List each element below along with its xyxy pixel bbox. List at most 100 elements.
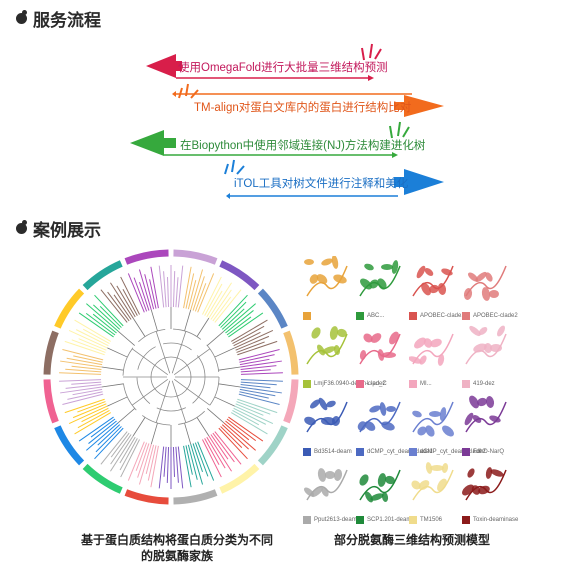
legend-swatch <box>462 516 470 524</box>
legend-swatch <box>356 448 364 456</box>
protein-structure-image <box>408 333 454 366</box>
phylogenetic-tree-figure <box>43 249 299 505</box>
left-caption-line-1: 基于蛋白质结构将蛋白质分类为不同 <box>80 533 273 547</box>
protein-structure-image <box>412 265 454 297</box>
right-caption: 部分脱氨酶三维结构预测模型 <box>333 533 490 547</box>
legend-swatch <box>409 380 417 388</box>
legend-swatch <box>409 516 417 524</box>
protein-structure-image <box>411 462 454 501</box>
structure-label: Pput2613-deam <box>314 517 357 523</box>
protein-structure-image <box>464 395 507 433</box>
structure-legend: Pput2613-deam <box>303 516 357 524</box>
legend-swatch <box>356 312 364 320</box>
structure-label: Toxin-deaminase <box>473 517 519 523</box>
workflow-step-2: TM-align对蛋白文库内的蛋白进行结构比对 <box>172 90 444 120</box>
workflow-step-3-label: 在Biopython中使用邻域连接(NJ)方法构建进化树 <box>180 140 426 152</box>
structure-legend: ABC... <box>356 312 404 320</box>
structure-legend: Bd3514-deam <box>303 448 352 456</box>
structure-model: SCP1.201-deam <box>356 460 411 524</box>
left-caption-line-2: 的脱氨酶家族 <box>140 549 213 563</box>
workflow-step-4-label: iTOL工具对树文件进行注释和美化 <box>234 178 409 190</box>
bullet-icon <box>16 220 27 234</box>
arrow-left-icon <box>146 54 374 81</box>
protein-structure-image <box>462 467 507 501</box>
structure-label: LmjF36.0940-deam-clade2 <box>314 381 386 387</box>
arrow-left-icon <box>130 130 398 158</box>
structure-model: Pput2613-deam <box>303 460 357 524</box>
section-title-process: 服务流程 <box>16 6 101 31</box>
protein-structure-image <box>463 265 507 301</box>
workflow-step-1: 使用OmegaFold进行大批量三维结构预测 <box>146 52 388 82</box>
structure-legend: APOBEC-clade1 <box>409 312 465 320</box>
structure-model: TM1506 <box>409 460 457 524</box>
legend-swatch <box>356 516 364 524</box>
legend-swatch <box>303 448 311 456</box>
burst-icon <box>178 83 199 99</box>
burst-icon <box>361 43 382 61</box>
structure-label: L-pd_C <box>367 381 387 387</box>
protein-structure-image <box>306 326 348 365</box>
structure-label: SCP1.201-deam <box>367 517 412 523</box>
structure-model: dCMP_cyt_deam-clade2 <box>409 392 486 456</box>
structure-label: Bd3514-deam <box>314 449 352 455</box>
arrow-right-icon <box>226 169 444 199</box>
burst-icon <box>224 159 245 175</box>
protein-structure-image <box>359 331 401 365</box>
legend-swatch <box>303 380 311 388</box>
arrow-right-icon <box>172 91 444 117</box>
structure-model: Toxin-deaminase <box>462 460 518 524</box>
legend-swatch <box>303 312 311 320</box>
structure-legend: APOBEC-clade2 <box>462 312 518 320</box>
structure-label: dCMP_cyt_deam-clade2 <box>420 449 486 455</box>
structure-legend: L-pd_C <box>356 380 404 388</box>
legend-swatch <box>462 312 470 320</box>
structure-model: Bd3514-deam <box>303 392 352 456</box>
structure-model: APOBEC-clade1 <box>409 256 465 320</box>
workflow-step-1-label: 使用OmegaFold进行大批量三维结构预测 <box>178 62 388 74</box>
protein-structure-image <box>359 469 401 503</box>
workflow-step-4: iTOL工具对树文件进行注释和美化 <box>226 166 444 200</box>
protein-structure-image <box>304 397 348 433</box>
workflow-step-2-label: TM-align对蛋白文库内的蛋白进行结构比对 <box>194 102 412 114</box>
legend-swatch <box>462 448 470 456</box>
structure-legend: dCMP_cyt_deam-clade2 <box>409 448 486 456</box>
structure-model: FdhD-NarQ <box>462 392 510 456</box>
burst-icon <box>389 121 410 139</box>
structure-model: MI... <box>408 324 457 388</box>
structure-label: FdhD-NarQ <box>473 449 505 455</box>
legend-swatch <box>409 312 417 320</box>
structure-legend: FdhD-NarQ <box>462 448 510 456</box>
structure-model: L-pd_C <box>356 324 404 388</box>
structure-legend: TM1506 <box>409 516 457 524</box>
structure-model: ABC... <box>356 256 404 320</box>
section-title-process-text: 服务流程 <box>33 11 101 31</box>
legend-swatch <box>462 380 470 388</box>
protein-structure-image <box>304 468 348 501</box>
structure-label: APOBEC-clade1 <box>420 313 465 319</box>
structure-label: APOBEC-clade2 <box>473 313 518 319</box>
structure-label: TM1506 <box>420 517 443 523</box>
structure-legend <box>303 312 351 320</box>
structure-label: 419-dez <box>473 381 495 387</box>
structure-model: 419-dez <box>462 324 510 388</box>
structure-model: APOBEC-clade2 <box>462 256 518 320</box>
structure-model: dCMP_cyt_deam-clade1 <box>356 392 433 456</box>
section-title-cases: 案例展示 <box>16 216 101 241</box>
legend-swatch <box>356 380 364 388</box>
protein-structure-image <box>304 255 348 297</box>
structure-legend: LmjF36.0940-deam-clade2 <box>303 380 386 388</box>
structure-legend: dCMP_cyt_deam-clade1 <box>356 448 433 456</box>
structure-label: MI... <box>420 381 432 387</box>
structure-legend: Toxin-deaminase <box>462 516 518 524</box>
structure-legend: MI... <box>409 380 457 388</box>
structure-model <box>303 255 351 320</box>
section-title-cases-text: 案例展示 <box>33 221 101 241</box>
structure-legend: SCP1.201-deam <box>356 516 411 524</box>
protein-structure-image <box>359 260 401 297</box>
legend-swatch <box>303 516 311 524</box>
structure-model: LmjF36.0940-deam-clade2 <box>303 324 386 388</box>
protein-structure-image <box>465 325 507 365</box>
left-caption: 基于蛋白质结构将蛋白质分类为不同 的脱氨酶家族 <box>72 532 282 564</box>
bullet-icon <box>16 10 27 24</box>
